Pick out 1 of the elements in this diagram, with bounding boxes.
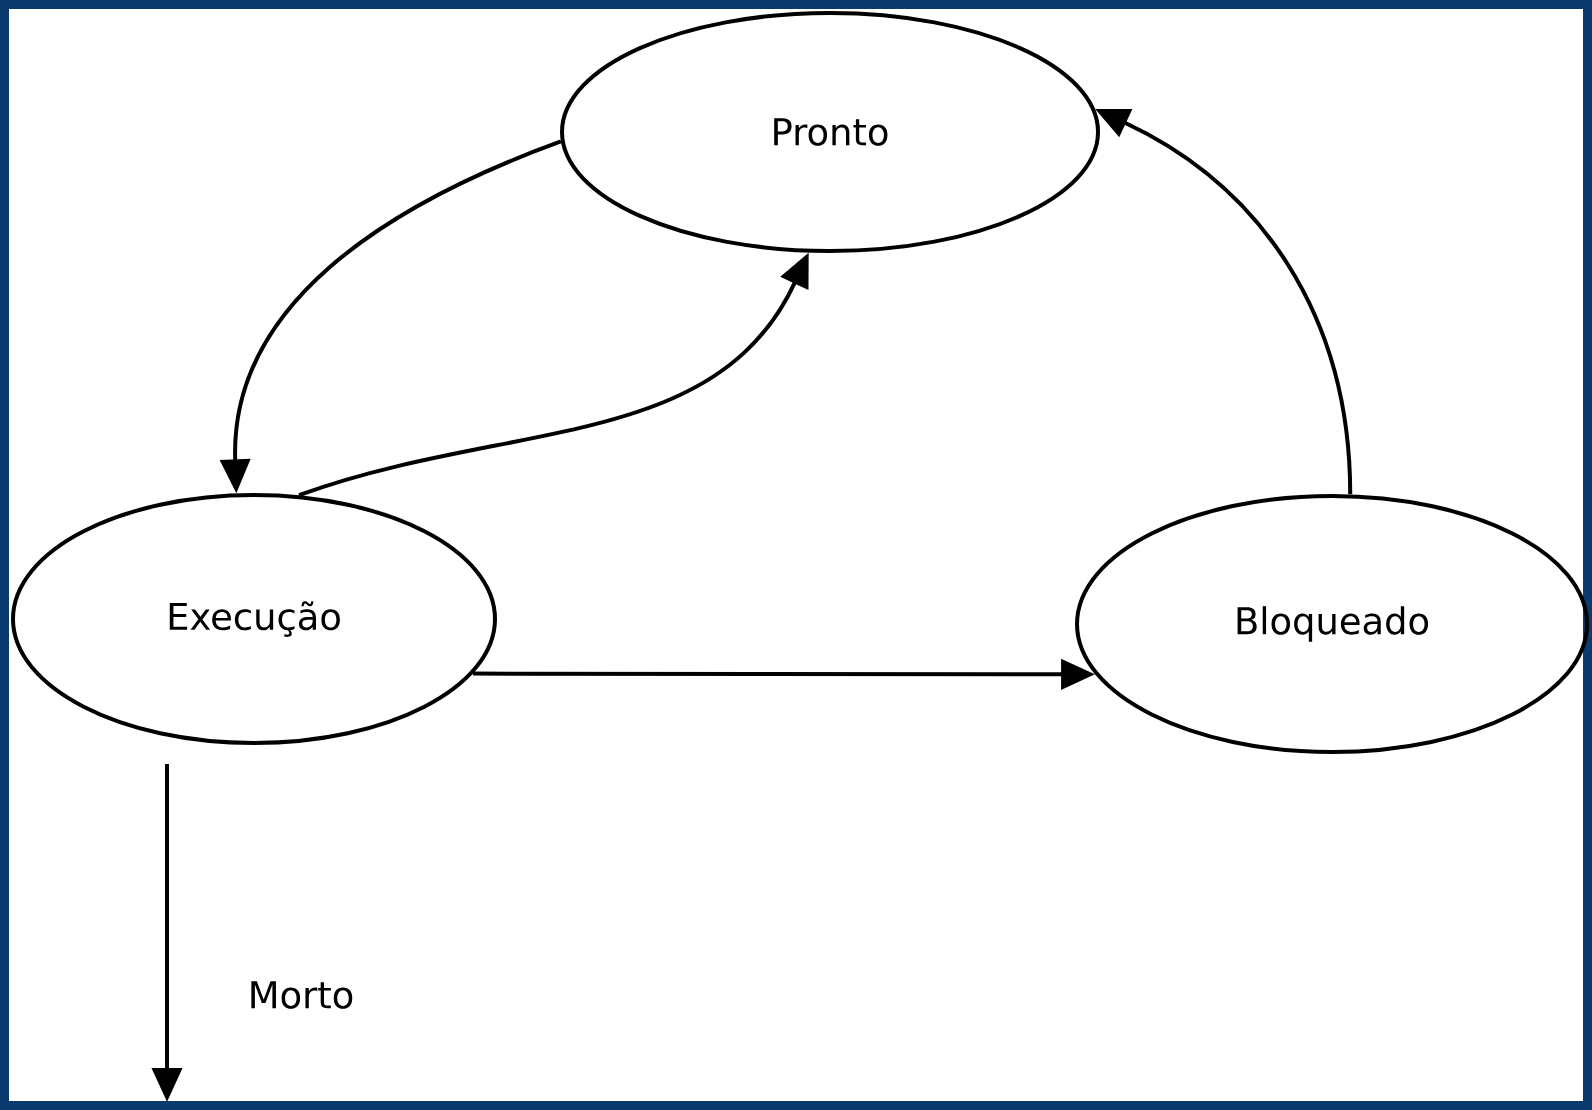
edge-label: Morto (245, 979, 357, 1011)
